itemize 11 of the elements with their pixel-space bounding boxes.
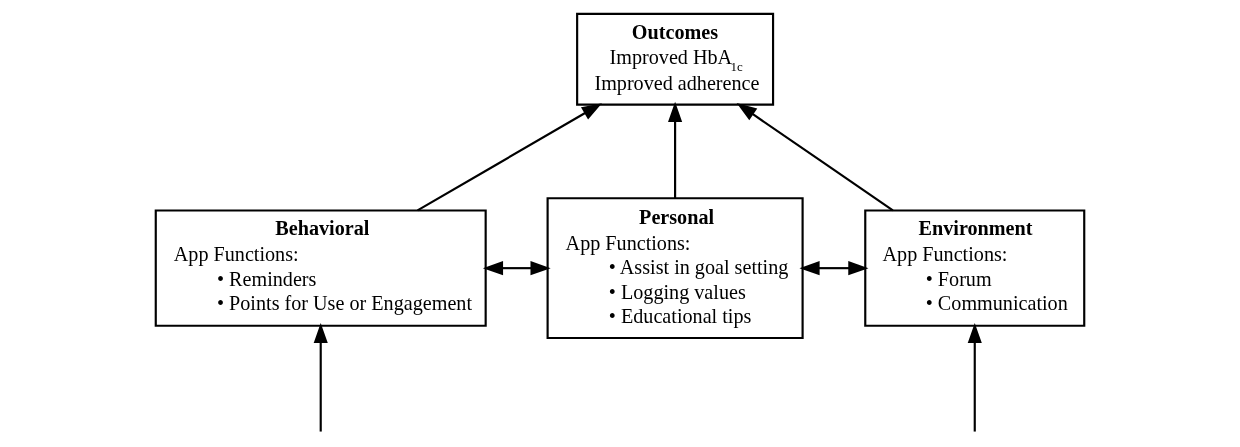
arrow [482, 261, 551, 276]
node-box: Personal App Functions: • Assist in goal setting • Logging values • Educational tips [546, 197, 804, 340]
arrow [799, 261, 869, 276]
arrow [736, 103, 894, 212]
node-box: Environment App Functions: • Forum • Communication [864, 209, 1086, 327]
node-box: Behavioral App Functions: • Reminders • Points for Use or Engagement [154, 209, 487, 327]
arrow [668, 101, 683, 199]
arrow [417, 103, 602, 212]
arrow [313, 322, 328, 432]
arrow [967, 322, 982, 432]
node-box: Outcomes Improved HbA$_{1c}$ Improved adherence [576, 12, 775, 106]
